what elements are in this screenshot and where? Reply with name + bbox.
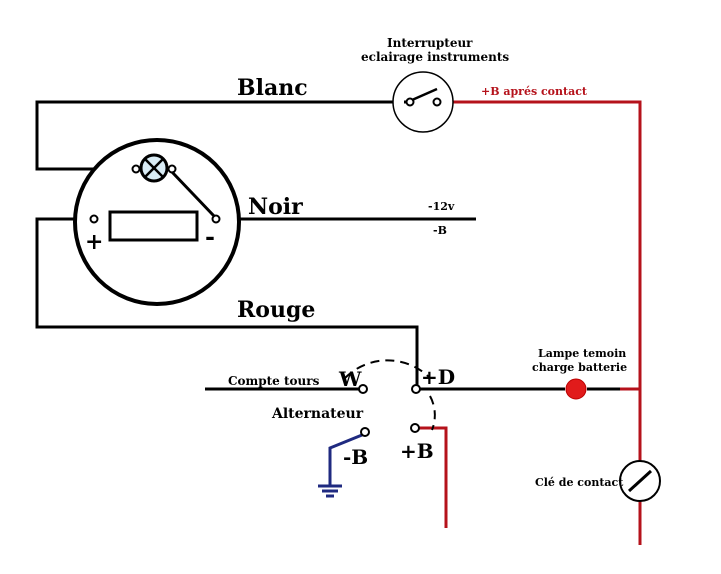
label-lampe-2: charge batterie [532,361,627,374]
label-interrupteur-2: eclairage instruments [361,50,509,64]
gauge-minus-label: - [205,222,215,251]
label-cle-contact: Clé de contact [535,476,624,489]
red-wires [419,100,642,545]
terminal-w [358,384,368,394]
label-compte-tours: Compte tours [228,374,320,388]
label-terminal-minus-b: -B [343,445,368,469]
gauge-display [108,210,199,242]
wire-rouge [35,217,419,386]
wire-b-apres-contact [446,100,642,462]
label-terminal-plus-d: +D [421,365,455,389]
terminal-plus-b [410,423,420,433]
switch-interrupteur [392,71,454,133]
label-interrupteur-1: Interrupteur [387,36,473,50]
label-minus-12v: -12v [428,200,455,213]
wire-plus-b [419,426,448,528]
label-alternateur: Alternateur [271,406,364,422]
label-b-apres-contact: +B aprés contact [481,85,588,98]
gauge: + - [73,138,241,306]
terminal-plus-d [411,384,421,394]
lampe-temoin [565,378,587,400]
wire-blanc [35,100,404,171]
black-wires [35,100,640,391]
label-blanc: Blanc [237,75,308,101]
label-terminal-w: W [338,367,362,391]
terminal-minus-b [360,427,370,437]
label-rouge: Rouge [237,297,315,323]
label-terminal-plus-b: +B [400,439,434,463]
label-lampe-1: Lampe temoin [538,347,626,360]
cle-de-contact [619,460,661,502]
ground-symbol [318,433,363,498]
alternator [344,359,436,437]
gauge-plus-label: + [85,229,103,255]
label-noir: Noir [248,194,303,220]
label-minus-b-wire: -B [433,224,447,237]
